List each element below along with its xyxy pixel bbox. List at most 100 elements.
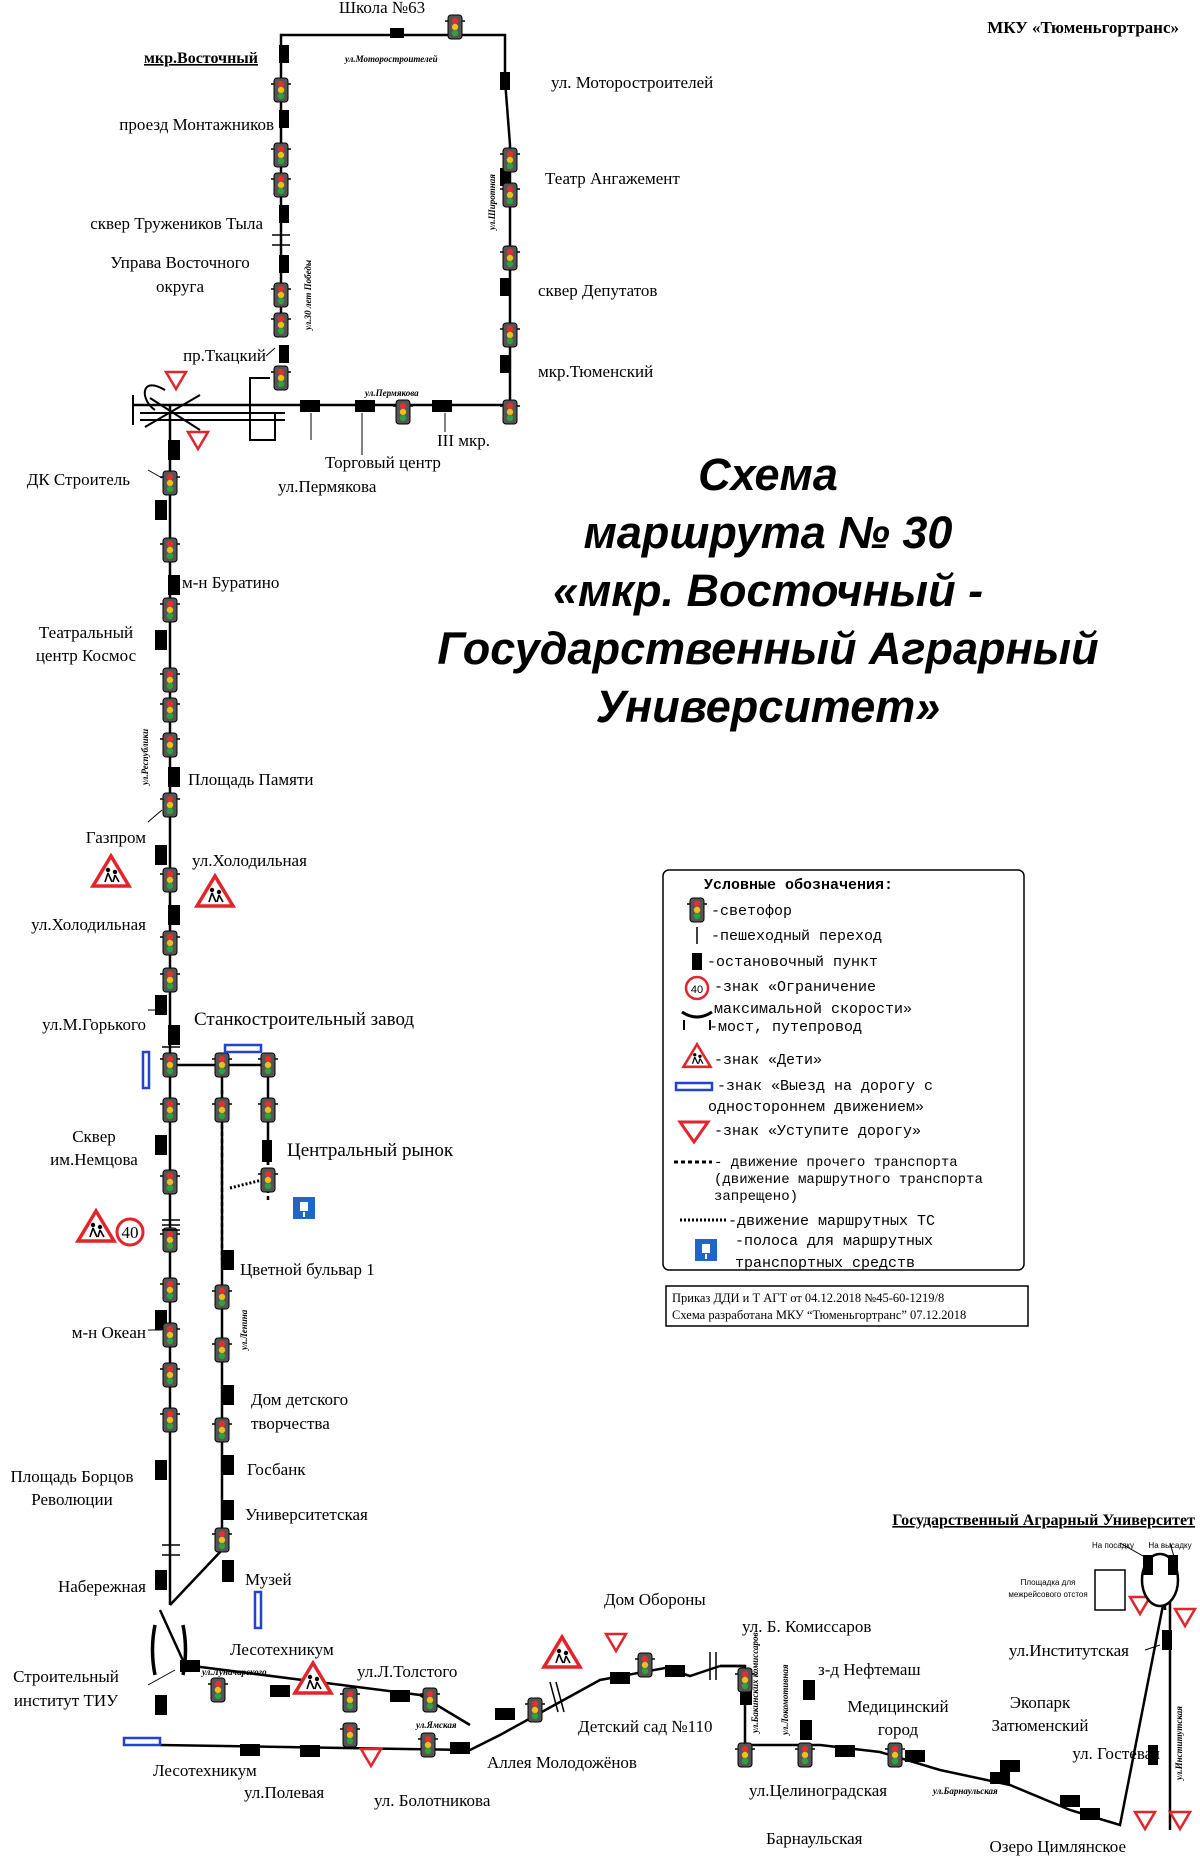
stop-label: Медицинский [847,1697,948,1716]
order-line-2: Схема разработана МКУ “Тюменьгортранс” 0… [672,1308,966,1322]
rest-area-note-1: Площадка для [1021,1578,1076,1587]
street-label: ул.Барнаульская [932,1786,998,1796]
street-label: ул.Моторостроителей [344,54,438,64]
stop-label: Центральный рынок [287,1140,454,1161]
street-labels: ул.Моторостроителей ул.Широтная ул.30 ле… [140,54,1184,1796]
street-label: ул.Широтная [487,174,497,231]
legend-other-2: (движение маршрутного транспорта [714,1172,983,1188]
legend-traffic-light: -светофор [711,903,792,920]
stop-label: ул.Полевая [244,1783,324,1802]
stop-label: Театр Ангажемент [545,169,680,188]
stop-label: Экопарк [1010,1693,1071,1712]
legend-crossing: -пешеходный переход [711,928,882,945]
stop-label: пр.Ткацкий [183,346,266,365]
stop-label: ул.М.Горького [42,1015,146,1034]
title-line-4: Государственный Аграрный [437,623,1098,674]
stop-label: ул. Б. Комиссаров [742,1617,871,1636]
organization: МКУ «Тюменьгортранс» [987,18,1179,37]
stop-label: Университетская [245,1505,368,1524]
legend-stop: -остановочный пункт [707,954,878,971]
stop-label: ул.Л.Толстого [357,1662,457,1681]
street-label: ул.Пермякова [364,388,419,398]
order-line-1: Приказ ДДИ и Т АГТ от 04.12.2018 №45-60-… [672,1291,944,1305]
stop-labels: Школа №63 проезд Монтажников сквер Труже… [11,0,1161,1856]
street-label: ул.Локомотивная [780,1664,790,1736]
terminal-notes: На посадку На высадку Площадка для межре… [1008,1541,1191,1599]
stop-label: ул.Целиноградская [749,1781,887,1800]
crossings [162,234,717,1713]
stop-label: Детский сад №110 [578,1717,713,1736]
stop-label: Лесотехникум [230,1640,334,1659]
legend-other-1: - движение прочего транспорта [714,1155,958,1171]
stop-label: ул. Болотникова [374,1791,491,1810]
speed-sign-value: 40 [122,1223,139,1242]
legend-speed-value: 40 [691,984,703,996]
legend-speed-1: -знак «Ограничение [714,979,876,996]
stop-label: сквер Тружеников Тыла [90,214,263,233]
stop-label: Станкостроительный завод [194,1009,414,1030]
leader-lines [147,347,1161,1686]
stop-label: Дом Обороны [604,1590,706,1609]
stop-label: Озеро Цимлянское [989,1837,1126,1856]
stop-label: Школа №63 [339,0,425,17]
stop-label: III мкр. [437,431,490,450]
stop-label: ул.Институтская [1009,1641,1129,1660]
stop-label: Набережная [58,1577,146,1596]
stop-label: Затюменский [992,1716,1089,1735]
stop-label: ул. Моторостроителей [551,73,713,92]
stop-label: ул.Пермякова [278,477,377,496]
stop-label: м-н Буратино [182,573,279,592]
stop-label: Торговый центр [325,453,441,472]
stop-label: Сквер [72,1127,116,1146]
stop-label: сквер Депутатов [538,281,657,300]
stop-label: з-д Нефтемаш [818,1660,921,1679]
legend-oneway-2: одностороннем движением» [708,1099,924,1116]
stop-label: Управа Восточного [110,253,250,272]
stop-label: Барнаульская [766,1829,863,1848]
street-label: ул.Ленина [239,1309,249,1351]
street-label: ул.30 лет Победы [303,260,313,331]
street-label: ул.Республики [140,729,150,786]
legend-lane-2: транспортных средств [735,1255,915,1272]
stop-label: Лесотехникум [153,1761,257,1780]
stop-label: ул.Холодильная [31,915,146,934]
stop-label: Строительный [13,1667,119,1686]
stop-label: центр Космос [36,646,137,665]
order-box: Приказ ДДИ и Т АГТ от 04.12.2018 №45-60-… [665,1285,1029,1327]
legend-bridge: -мост, путепровод [709,1019,862,1036]
street-label: ул.Луначарского [201,1667,267,1677]
stop-label: Революции [31,1490,112,1509]
title-line-2: маршрута № 30 [584,507,953,558]
terminal-loop [1094,1542,1180,1611]
street-label: ул.Бакинских комиссаров [750,1632,760,1734]
stop-label: ДК Строитель [27,470,130,489]
interchange [132,377,285,441]
boarding-note: На посадку [1092,1541,1134,1550]
legend-route: -движение маршрутных ТС [728,1213,935,1230]
title: Схема маршрута № 30 «мкр. Восточный - Го… [437,449,1098,732]
stop-label: м-н Океан [72,1323,146,1342]
terminal-start: мкр.Восточный [144,50,258,67]
stop-label: институт ТИУ [14,1691,119,1710]
alighting-note: На высадку [1148,1541,1191,1550]
stop-label: Площадь Борцов [11,1467,134,1486]
legend-oneway-1: -знак «Выезд на дорогу с [717,1078,933,1095]
legend-heading: Условные обозначения: [704,877,893,894]
street-label: ул.Институтская [1174,1706,1184,1781]
bridges [150,1624,188,1676]
legend-speed-2: максимальной скорости» [714,1001,912,1018]
stop-label: мкр.Тюменский [538,362,653,381]
stop-label: Газпром [86,828,146,847]
signs: 40 [76,370,1197,1831]
terminal-end: Государственный Аграрный Университет [892,1512,1195,1529]
stop-label: Дом детского [251,1390,348,1409]
stop-label: Музей [245,1570,292,1589]
stop-label: Госбанк [247,1460,306,1479]
title-line-1: Схема [698,449,838,500]
title-line-5: Университет» [596,681,941,732]
stop-label: Театральный [39,623,133,642]
stop-label: ул.Холодильная [192,851,307,870]
street-label: ул.Ямская [415,1720,457,1730]
